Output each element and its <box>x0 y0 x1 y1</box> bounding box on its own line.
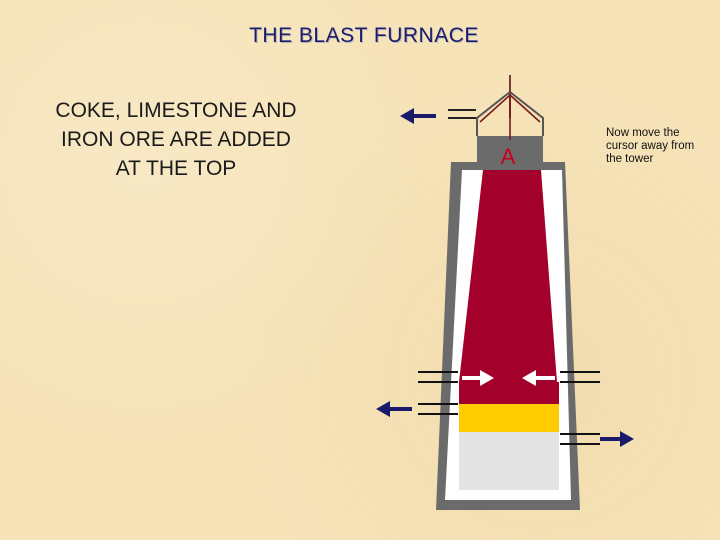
arrow-air-in-left <box>462 370 494 386</box>
blast-zone <box>459 382 559 404</box>
charge-column <box>459 170 557 382</box>
caption-text: COKE, LIMESTONE AND IRON ORE ARE ADDED A… <box>55 99 297 180</box>
hint-text: Now move the cursor away from the tower <box>606 127 695 165</box>
arrow-slag-out <box>376 401 412 417</box>
hearth-layer <box>459 432 559 490</box>
slide-title: THE BLAST FURNACE <box>249 24 479 47</box>
label-a: A <box>501 144 516 169</box>
slag-layer <box>459 404 559 432</box>
arrow-iron-out <box>600 431 634 447</box>
arrow-air-in-right <box>522 370 555 386</box>
arrow-gas-out <box>400 108 436 124</box>
